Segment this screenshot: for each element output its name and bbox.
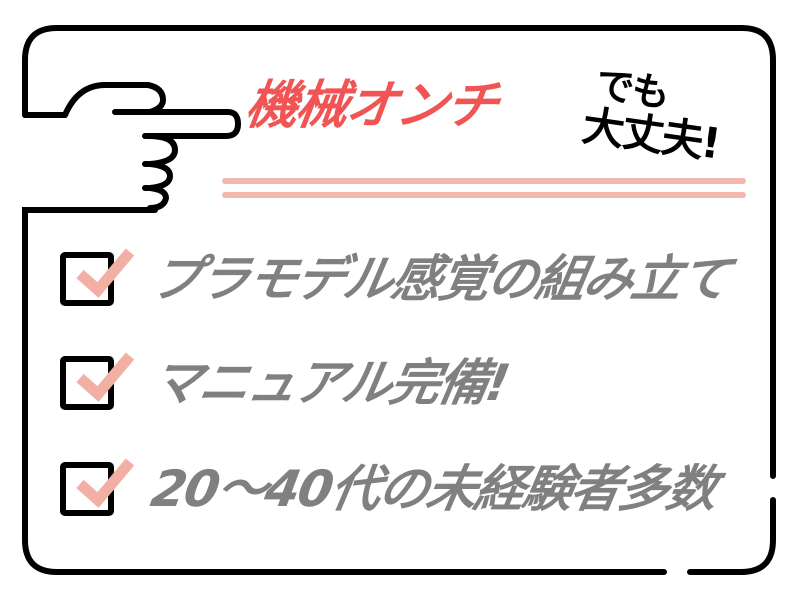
- frame-border-lower-right: [687, 497, 776, 575]
- underline-bottom: [222, 192, 746, 198]
- headline-title: 機械オンチ: [241, 76, 501, 136]
- pointing-hand-icon: [22, 82, 241, 211]
- checklist-item-label: プラモデル感覚の組み立て: [146, 250, 734, 308]
- checklist-item-label: マニュアル完備!: [146, 354, 513, 412]
- checkmark-icon: [76, 352, 135, 402]
- checklist-item-label: 20〜40代の未経験者多数: [146, 460, 721, 518]
- checkmark-icon: [76, 248, 135, 298]
- frame-border: [22, 25, 776, 479]
- underline-top: [222, 178, 746, 184]
- frame-border-bottom: [22, 207, 667, 575]
- checkmark-icon: [76, 458, 135, 508]
